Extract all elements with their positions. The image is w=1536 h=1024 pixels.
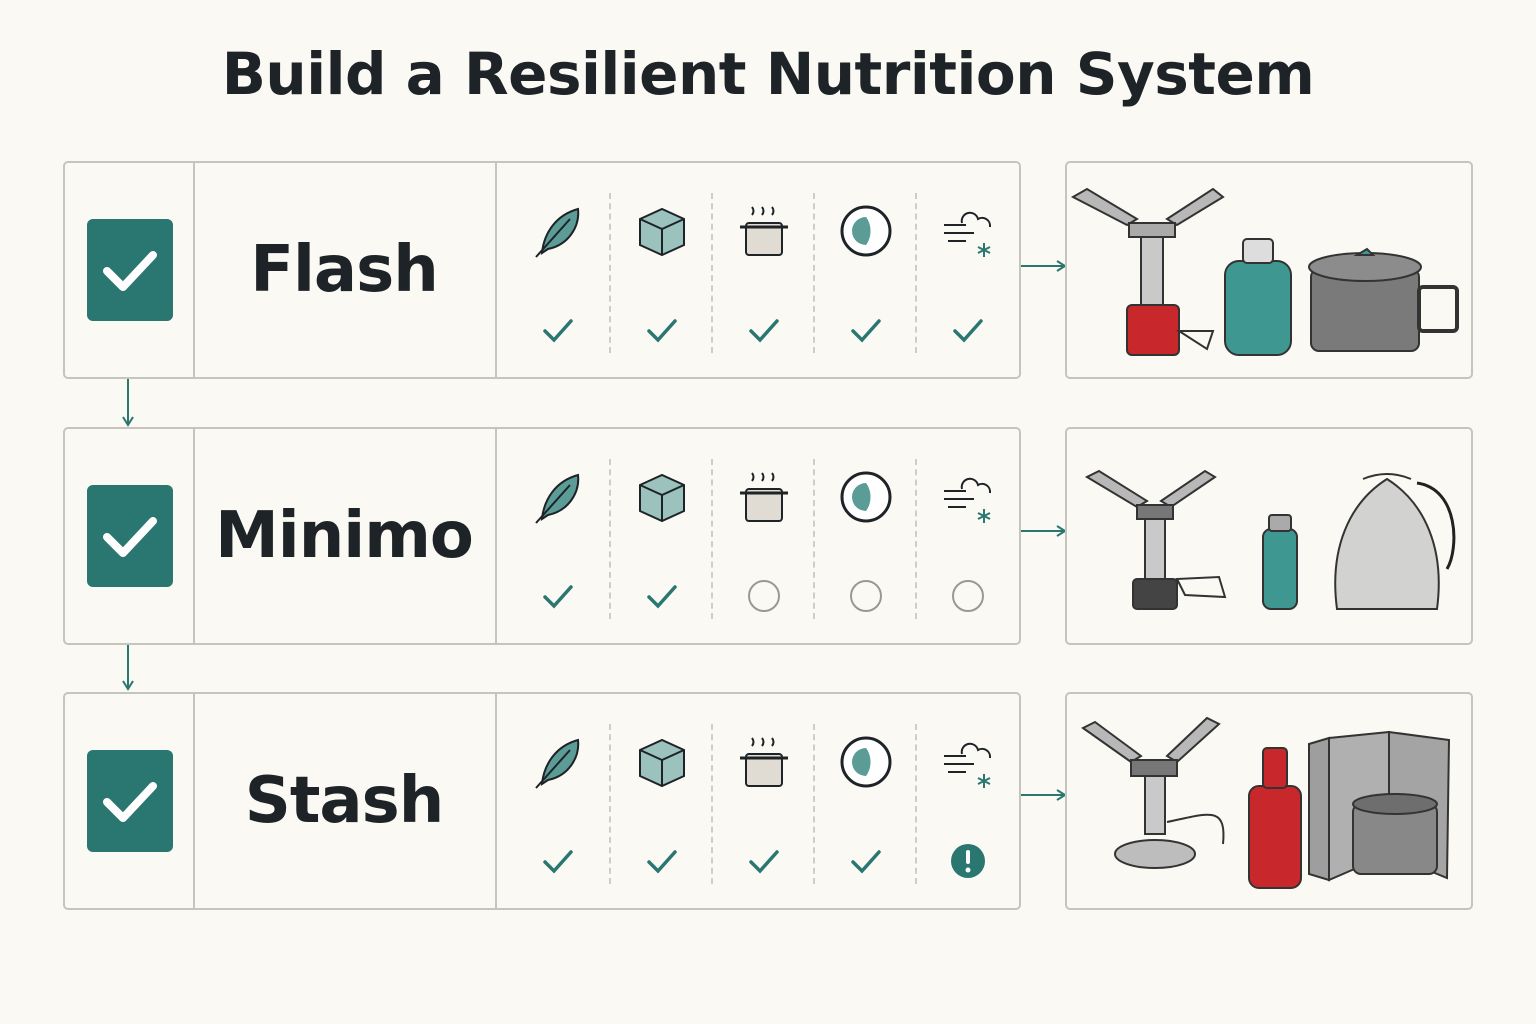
gear-illustration	[1081, 716, 1451, 889]
right-arrow-icon	[1021, 525, 1067, 537]
fuel-canister-icon	[1224, 238, 1292, 356]
feather-icon	[535, 738, 580, 789]
pot-icon	[1308, 247, 1459, 352]
feature-weight	[507, 193, 609, 353]
check-icon	[851, 850, 881, 874]
gauge-icon	[840, 471, 892, 523]
pot-icon	[740, 737, 788, 787]
checkmark-icon	[103, 782, 157, 822]
stove-icon	[1081, 716, 1225, 869]
right-arrow-icon	[1021, 260, 1067, 272]
cube-icon	[639, 738, 685, 788]
checkmark-icon	[103, 251, 157, 291]
check-icon	[749, 319, 779, 343]
right-arrow-icon	[1021, 789, 1067, 801]
gear-illustration	[1084, 469, 1456, 610]
row-stash: Stash	[63, 692, 1021, 910]
fuel-bottle-icon	[1262, 514, 1298, 610]
gear-illustration	[1070, 187, 1459, 356]
feature-compact	[609, 193, 713, 353]
wind-snow-icon	[944, 742, 992, 788]
cube-icon	[639, 473, 685, 523]
check-icon	[647, 585, 677, 609]
feature-capacity	[711, 459, 815, 619]
system-name: Flash	[193, 163, 497, 377]
feature-weather	[915, 193, 1019, 353]
feature-weight	[507, 459, 609, 619]
down-arrow-icon	[122, 645, 134, 691]
gear-panel-stash	[1065, 692, 1473, 910]
row-flash: Flash	[63, 161, 1021, 379]
gauge-icon	[840, 736, 892, 788]
empty-circle-icon	[952, 580, 984, 612]
feather-icon	[535, 207, 580, 258]
check-icon	[953, 319, 983, 343]
feature-weather	[915, 459, 1019, 619]
check-icon	[851, 319, 881, 343]
empty-circle-icon	[748, 580, 780, 612]
feature-weather	[915, 724, 1019, 884]
system-name: Stash	[193, 694, 497, 908]
checkbox-cell	[65, 429, 195, 643]
stove-icon	[1084, 469, 1227, 610]
feature-weight	[507, 724, 609, 884]
stove-icon	[1070, 187, 1225, 356]
system-name: Minimo	[193, 429, 497, 643]
down-arrow-icon	[122, 379, 134, 427]
empty-circle-icon	[850, 580, 882, 612]
feature-capacity	[711, 724, 815, 884]
check-icon	[647, 319, 677, 343]
gear-panel-minimo	[1065, 427, 1473, 645]
feature-compact	[609, 459, 713, 619]
check-icon	[647, 850, 677, 874]
checkbox-flash[interactable]	[87, 219, 173, 321]
gear-panel-flash	[1065, 161, 1473, 379]
row-minimo: Minimo	[63, 427, 1021, 645]
checkbox-stash[interactable]	[87, 750, 173, 852]
check-icon	[543, 585, 573, 609]
feature-speed	[813, 459, 917, 619]
pot-icon	[740, 206, 788, 256]
windscreen-icon	[1308, 730, 1451, 882]
page-title: Build a Resilient Nutrition System	[221, 40, 1315, 108]
check-icon	[749, 850, 779, 874]
check-icon	[543, 319, 573, 343]
gauge-icon	[840, 205, 892, 257]
cube-icon	[639, 207, 685, 257]
check-icon	[543, 850, 573, 874]
wind-snow-icon	[944, 211, 992, 257]
checkmark-icon	[103, 517, 157, 557]
feature-capacity	[711, 193, 815, 353]
pot-icon	[740, 472, 788, 522]
checkbox-minimo[interactable]	[87, 485, 173, 587]
fuel-bottle-icon	[1248, 747, 1302, 889]
stuff-sack-icon	[1334, 473, 1456, 610]
checkbox-cell	[65, 163, 195, 377]
feather-icon	[535, 473, 580, 524]
checkbox-cell	[65, 694, 195, 908]
feature-compact	[609, 724, 713, 884]
feature-speed	[813, 724, 917, 884]
feature-speed	[813, 193, 917, 353]
warning-icon	[951, 844, 985, 878]
wind-snow-icon	[944, 477, 992, 523]
